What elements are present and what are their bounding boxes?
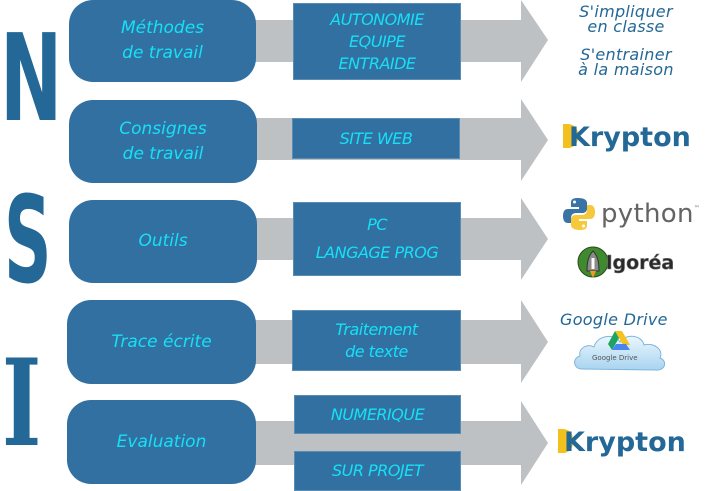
middle-box-line: de texte bbox=[345, 341, 408, 361]
output-text-row-1: S'impliquer en classe S'entrainer à la m… bbox=[556, 2, 696, 79]
algorea-rocket-icon bbox=[577, 246, 609, 278]
row-label-trace-ecrite: Trace écrite bbox=[67, 300, 256, 384]
krypton-logo-text: Krypton bbox=[564, 427, 686, 458]
python-logo-text: python bbox=[601, 199, 694, 229]
middle-box-line: SITE WEB bbox=[339, 128, 413, 148]
row-label-methodes: Méthodes de travail bbox=[69, 0, 256, 82]
google-drive-title: Google Drive bbox=[560, 310, 668, 329]
algorea-logo: lgoréa bbox=[576, 246, 675, 280]
middle-box-line: Traitement bbox=[335, 319, 418, 339]
row-label-line: de travail bbox=[122, 143, 204, 164]
row-label-line: Consignes bbox=[119, 118, 207, 139]
output-line: en classe bbox=[587, 17, 665, 36]
krypton-logo: Krypton bbox=[563, 124, 691, 151]
middle-box-line: NUMERIQUE bbox=[330, 404, 425, 424]
middle-box-site-web: SITE WEB bbox=[292, 118, 460, 159]
google-drive-cloud-icon bbox=[574, 331, 666, 371]
acronym-letter-n: N bbox=[0, 10, 63, 149]
acronym-letter-s: S bbox=[4, 172, 52, 311]
google-drive-logo: Google Drive bbox=[570, 325, 670, 379]
krypton-d-mark-icon bbox=[563, 124, 578, 148]
middle-box-line: ENTRAIDE bbox=[338, 53, 416, 73]
output-line: S'entrainer bbox=[580, 45, 672, 64]
output-line: S'impliquer bbox=[579, 2, 673, 21]
middle-box-line: LANGAGE PROG bbox=[315, 243, 439, 262]
middle-box-pc-langage: PC LANGAGE PROG bbox=[293, 202, 461, 276]
algorea-logo-text: lgoréa bbox=[606, 252, 675, 275]
krypton-d-mark-icon bbox=[558, 429, 573, 453]
google-drive-caption: Google Drive bbox=[592, 354, 638, 362]
middle-box-numerique: NUMERIQUE bbox=[294, 395, 461, 434]
krypton-logo: Krypton bbox=[558, 429, 686, 456]
middle-box-autonomie: AUTONOMIE EQUIPE ENTRAIDE bbox=[293, 3, 461, 80]
row-label-line: Evaluation bbox=[116, 431, 207, 452]
output-line: à la maison bbox=[578, 60, 674, 79]
row-label-line: Trace écrite bbox=[111, 331, 212, 352]
middle-box-line: AUTONOMIE bbox=[330, 9, 424, 29]
row-label-evaluation: Evaluation bbox=[67, 400, 256, 484]
middle-box-line: PC bbox=[367, 215, 387, 234]
python-tm: ™ bbox=[693, 204, 700, 212]
middle-box-sur-projet: SUR PROJET bbox=[294, 451, 461, 491]
row-label-consignes: Consignes de travail bbox=[69, 100, 257, 183]
middle-box-line: SUR PROJET bbox=[331, 461, 424, 480]
middle-box-traitement: Traitement de texte bbox=[292, 310, 461, 371]
middle-box-line: EQUIPE bbox=[349, 31, 405, 51]
krypton-logo-text: Krypton bbox=[569, 122, 691, 153]
row-label-line: Outils bbox=[138, 231, 188, 251]
python-snake-icon bbox=[563, 198, 595, 230]
row-label-line: Méthodes bbox=[120, 18, 205, 38]
acronym-letter-i: I bbox=[2, 333, 42, 474]
row-label-line: de travail bbox=[122, 43, 203, 63]
row-label-outils: Outils bbox=[69, 200, 257, 283]
